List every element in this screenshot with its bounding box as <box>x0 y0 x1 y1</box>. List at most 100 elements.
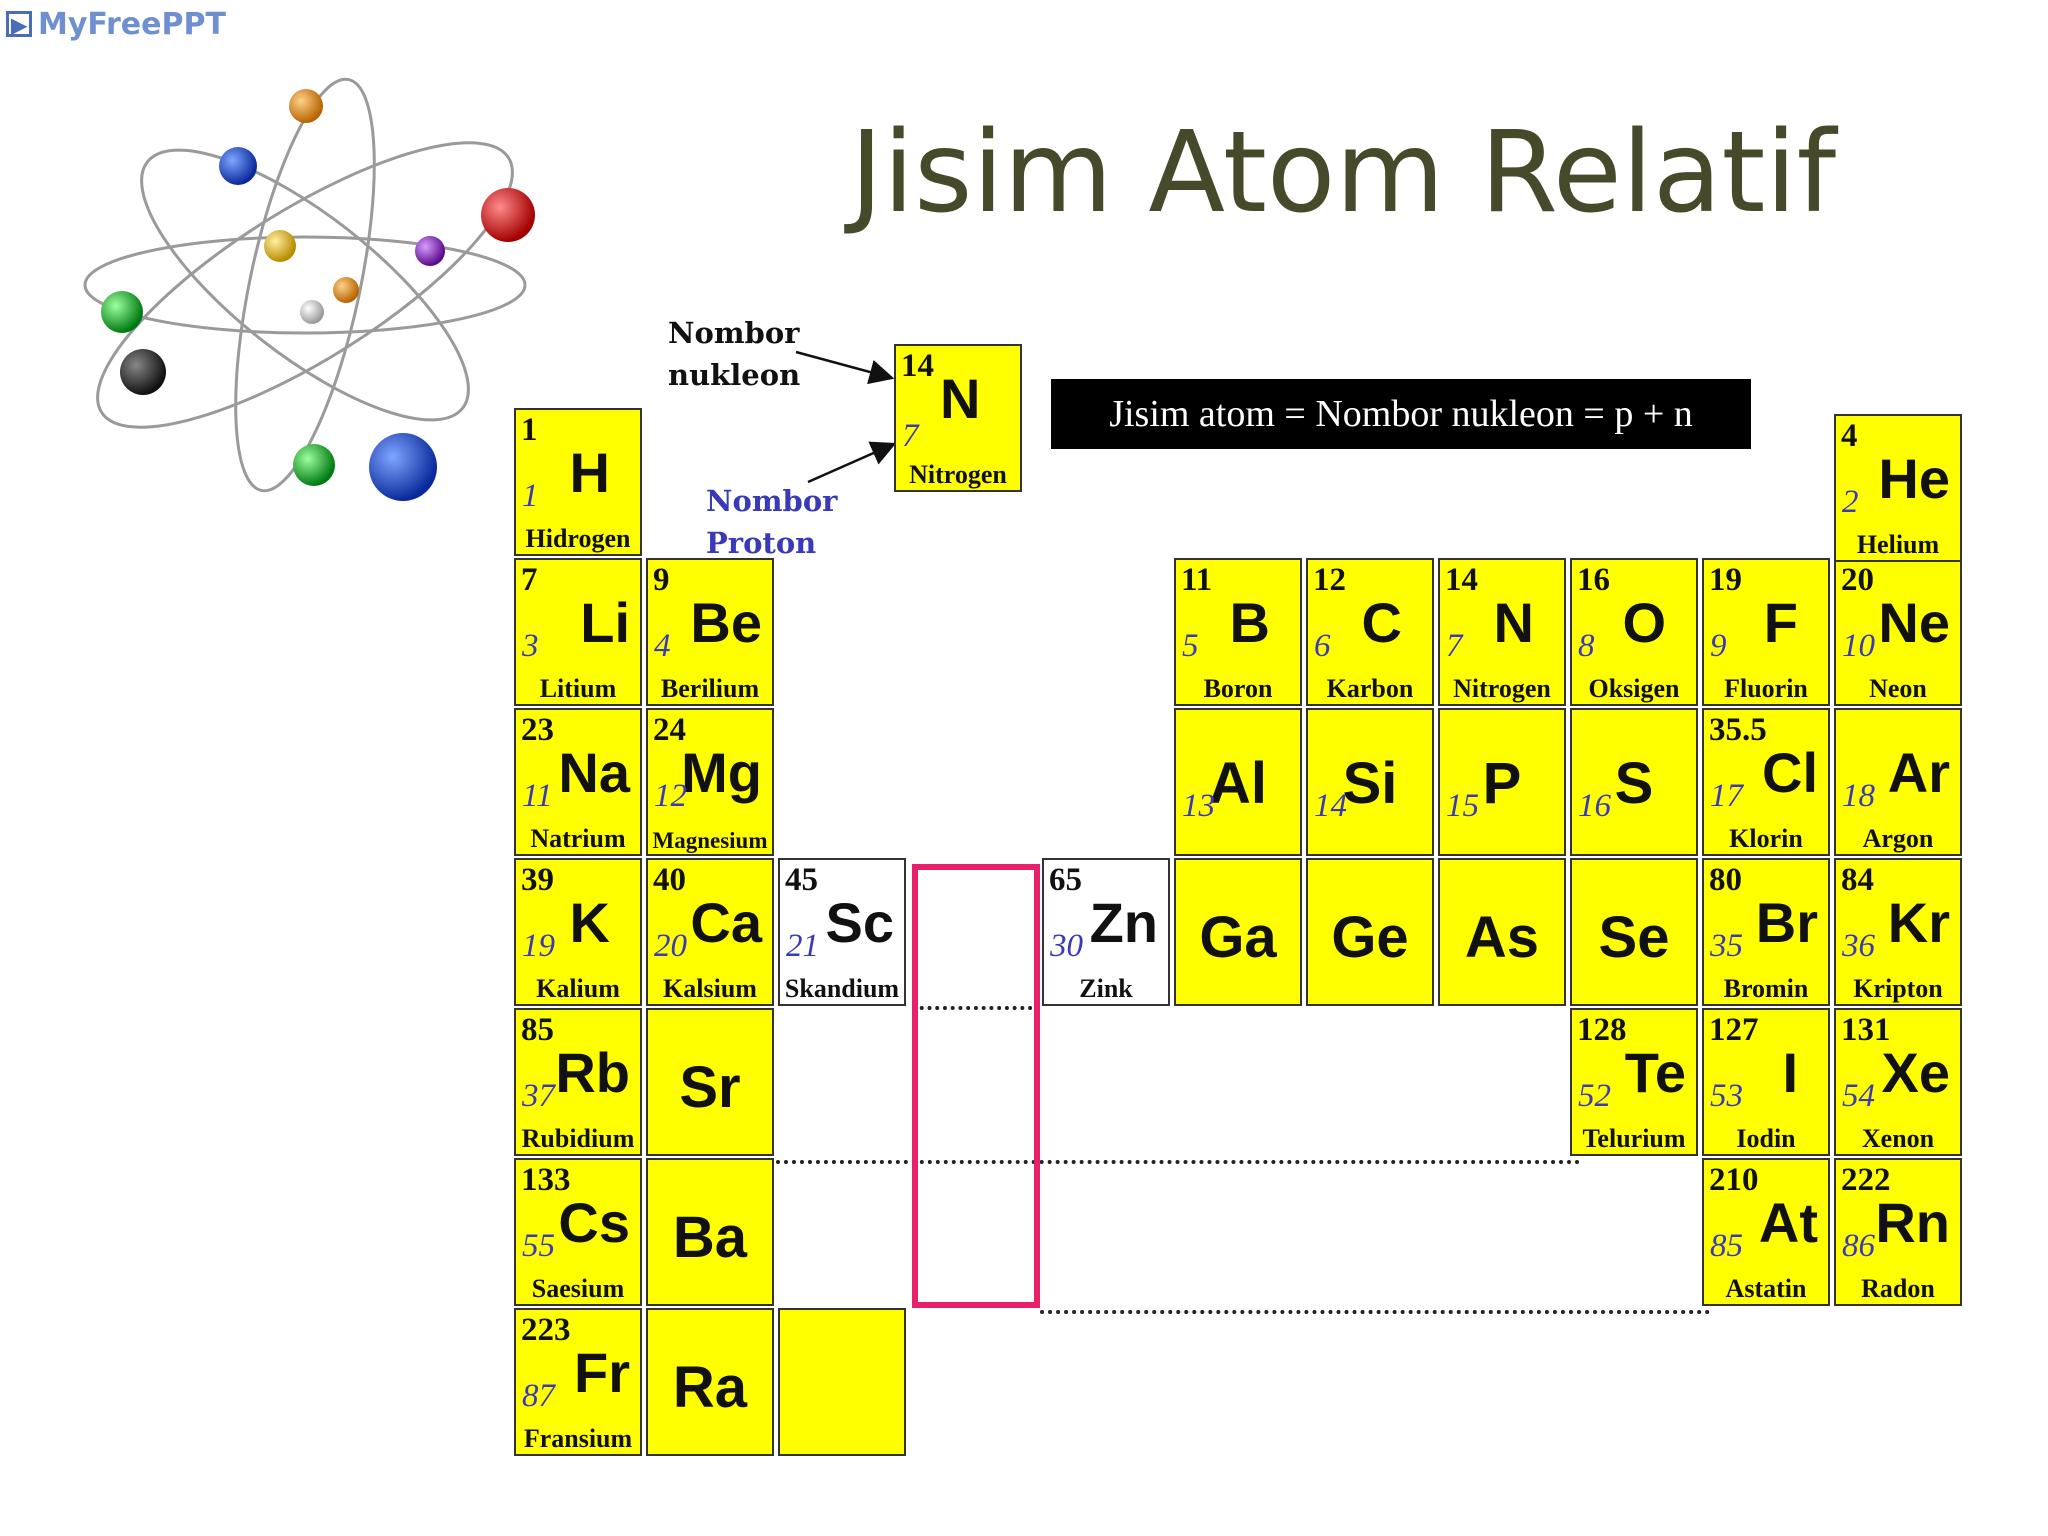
element-name: Fluorin <box>1724 674 1808 703</box>
nucleon-number: 35.5 <box>1709 712 1767 748</box>
element-cell-as: As <box>1438 858 1566 1006</box>
element-symbol: Ra <box>672 1355 748 1420</box>
element-name: Kalium <box>536 974 620 1003</box>
element-name: Telurium <box>1582 1124 1686 1153</box>
element-symbol: Cs <box>558 1191 630 1254</box>
element-symbol: P <box>1482 751 1522 816</box>
element-name: Karbon <box>1326 674 1414 703</box>
nucleon-number: 45 <box>785 862 818 898</box>
nucleon-number: 127 <box>1709 1012 1759 1048</box>
nucleon-number: 14 <box>901 348 934 384</box>
element-symbol: I <box>1782 1041 1798 1104</box>
element-symbol: Kr <box>1887 891 1950 954</box>
proton-number: 14 <box>1314 788 1347 824</box>
element-symbol: Te <box>1624 1041 1686 1104</box>
nucleon-number: 9 <box>653 562 670 598</box>
proton-number: 6 <box>1314 628 1331 664</box>
nucleon-number: 12 <box>1313 562 1346 598</box>
proton-label: Nombor Proton <box>706 480 837 564</box>
element-symbol: H <box>569 441 610 504</box>
proton-number: 54 <box>1842 1078 1875 1114</box>
proton-number: 3 <box>522 628 539 664</box>
proton-arrow <box>807 441 897 484</box>
element-name: Hidrogen <box>525 524 631 553</box>
element-symbol: Rb <box>555 1041 630 1104</box>
element-symbol: B <box>1229 591 1270 654</box>
nucleon-number: 85 <box>521 1012 554 1048</box>
nucleon-number: 65 <box>1049 862 1082 898</box>
element-symbol: O <box>1622 591 1666 654</box>
element-name: Skandium <box>784 974 900 1003</box>
element-symbol: Ca <box>690 891 762 954</box>
element-symbol: As <box>1464 905 1540 970</box>
element-symbol: He <box>1878 447 1950 510</box>
element-name: Astatin <box>1725 1274 1807 1303</box>
proton-number: 16 <box>1578 788 1611 824</box>
nucleon-number: 20 <box>1841 562 1874 598</box>
proton-number: 53 <box>1710 1078 1743 1114</box>
element-cell-sr: Sr <box>646 1008 774 1156</box>
element-cell-se: Se <box>1570 858 1698 1006</box>
nucleon-number: 14 <box>1445 562 1478 598</box>
proton-label-line: Nombor <box>706 484 838 518</box>
element-name: Iodin <box>1736 1124 1796 1153</box>
proton-number: 19 <box>522 928 555 964</box>
element-name: Fransium <box>523 1424 633 1453</box>
logo-text: MyFreePPT <box>38 6 226 42</box>
proton-number: 86 <box>1842 1228 1875 1264</box>
dotted-line <box>1040 1310 1710 1314</box>
dotted-line <box>776 1160 1580 1164</box>
element-symbol: Rn <box>1875 1191 1950 1254</box>
proton-number: 21 <box>786 928 819 964</box>
element-cell-ra: Ra <box>646 1308 774 1456</box>
element-cell-empty <box>778 1308 906 1456</box>
proton-number: 12 <box>654 778 687 814</box>
nucleon-number: 222 <box>1841 1162 1891 1198</box>
element-symbol: Sc <box>825 891 895 954</box>
nukleon-arrow <box>795 350 895 385</box>
proton-number: 18 <box>1842 778 1875 814</box>
nucleon-number: 223 <box>521 1312 571 1348</box>
proton-number: 55 <box>522 1228 555 1264</box>
element-symbol: K <box>569 891 610 954</box>
nukleon-label-line: Nombor <box>668 316 800 350</box>
atom-illustration-icon <box>83 77 535 501</box>
element-symbol: Ar <box>1887 741 1950 804</box>
proton-number: 9 <box>1710 628 1727 664</box>
element-symbol: Fr <box>574 1341 630 1404</box>
proton-number: 4 <box>654 628 671 664</box>
proton-number: 2 <box>1842 484 1859 520</box>
nucleon-number: 4 <box>1841 418 1858 454</box>
element-symbol: Se <box>1598 905 1670 970</box>
proton-number: 87 <box>522 1378 555 1414</box>
element-symbol: Ga <box>1199 905 1277 970</box>
presentation-icon: ▶ <box>6 11 32 37</box>
proton-number: 35 <box>1710 928 1743 964</box>
nucleon-number: 7 <box>521 562 538 598</box>
dotted-line <box>912 1006 1040 1010</box>
element-name: Boron <box>1203 674 1273 703</box>
element-name: Nitrogen <box>1453 674 1551 703</box>
element-symbol: C <box>1361 591 1402 654</box>
proton-number: 10 <box>1842 628 1875 664</box>
